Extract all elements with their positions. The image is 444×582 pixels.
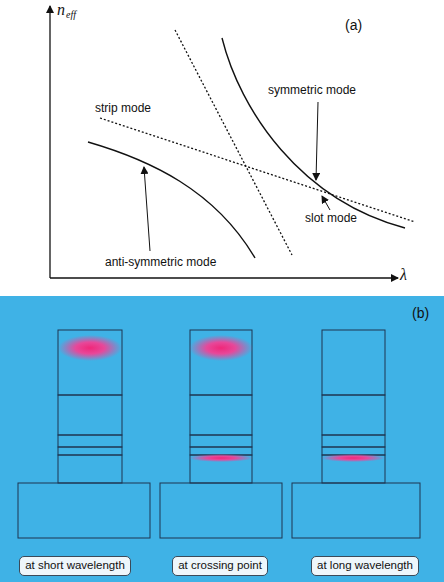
caption-text: at long wavelength xyxy=(317,559,413,573)
waveguide-outlines xyxy=(18,330,420,538)
panel-label: (b) xyxy=(412,306,429,321)
strip-curve xyxy=(175,30,292,255)
panel-background xyxy=(0,296,444,582)
caption-box: at long wavelength xyxy=(311,556,419,576)
caption-text: at short wavelength xyxy=(25,559,125,573)
symmetric-curve xyxy=(222,38,405,228)
antisymmetric-curve xyxy=(88,142,255,258)
curve-label: slot mode xyxy=(305,212,357,225)
caption-text: at crossing point xyxy=(178,559,262,573)
mode-field xyxy=(58,335,385,462)
axis-label: λ xyxy=(400,266,407,284)
axis-label: n xyxy=(57,1,65,19)
panel-label: (a) xyxy=(345,18,362,33)
curve-label: symmetric mode xyxy=(268,84,356,97)
axis-subscript: eff xyxy=(66,9,76,20)
curve-label: strip mode xyxy=(95,102,151,115)
leader-arrows xyxy=(144,102,330,251)
caption-box: at crossing point xyxy=(172,556,268,576)
caption-box: at short wavelength xyxy=(19,556,131,576)
curve-label: anti-symmetric mode xyxy=(105,256,216,269)
